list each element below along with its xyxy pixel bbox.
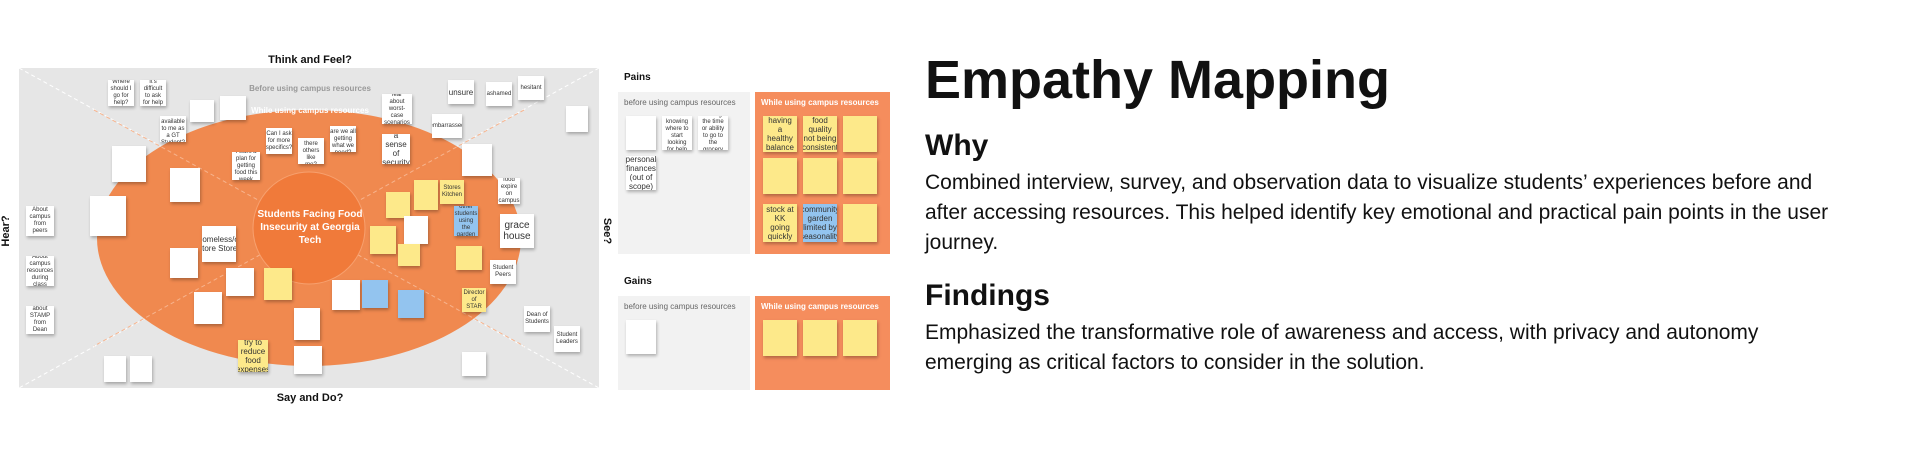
sticky-note[interactable]: I want a plan for getting food this week [232,152,260,180]
sticky-note[interactable] [803,158,837,194]
map-left-label: Hear? [0,215,12,247]
sticky-note[interactable]: Homeless/or Store Stores [202,226,236,262]
sticky-note[interactable]: unsure [448,80,474,104]
sticky-note[interactable]: personal finances (out of scope) [626,156,656,190]
sticky-note[interactable] [170,248,198,278]
sticky-note[interactable]: Consumers are we all getting what we nee… [330,126,356,152]
pains-while-label: While using campus resources [761,98,879,107]
sticky-note[interactable] [130,356,152,382]
sticky-note[interactable]: Stores Kitchen [440,180,464,204]
sticky-note[interactable] [112,146,146,182]
findings-heading: Findings [925,279,1050,312]
pains-while-column: While using campus resources not having … [755,92,890,254]
pains-before-label: before using campus resources [624,98,736,107]
sticky-note[interactable] [456,246,482,270]
findings-text: Emphasized the transformative role of aw… [925,321,1759,374]
sticky-note[interactable]: not having the time or ability to go to … [698,116,728,150]
sticky-note[interactable] [414,180,438,210]
sticky-note[interactable]: Can I ask for more specifics? [266,128,292,154]
sticky-note[interactable]: About campus from peers [26,206,54,236]
gains-title: Gains [624,276,652,287]
sticky-note[interactable] [264,268,292,300]
map-top-label: Think and Feel? [268,54,352,66]
pains-panel: Pains before using campus resources not … [618,66,890,266]
sticky-note[interactable]: food quality not being consistent [803,116,837,152]
center-circle [252,171,366,285]
sticky-note[interactable]: About campus resources during class [26,256,54,286]
sticky-note[interactable] [462,352,486,376]
sticky-note[interactable] [370,226,396,254]
sticky-note[interactable]: a sense of security [382,134,410,164]
sticky-note[interactable] [220,96,246,120]
sticky-note[interactable] [404,216,428,244]
sticky-note[interactable] [362,280,388,308]
while-label: While using campus resources [251,106,369,115]
sticky-note[interactable]: Dean of Students [524,306,550,332]
content-section: Empathy Mapping Why Combined interview, … [925,48,1885,378]
before-label: Before using campus resources [249,84,371,93]
sticky-note[interactable] [843,320,877,356]
sticky-note[interactable] [462,144,492,176]
sticky-note[interactable] [294,346,322,374]
sticky-note[interactable] [763,158,797,194]
gains-before-label: before using campus resources [624,302,736,311]
sticky-note[interactable]: hesitant [518,76,544,100]
pains-title: Pains [624,72,651,83]
sticky-note[interactable] [803,320,837,356]
sticky-note[interactable]: community garden limited by seasonality [803,204,837,242]
center-label: Students Facing Food Insecurity at Georg… [257,209,363,246]
sticky-note[interactable] [294,308,320,340]
sticky-note[interactable]: Student Leaders [554,326,580,352]
pains-before-column: before using campus resources not knowin… [618,92,750,254]
sticky-note[interactable] [104,356,126,382]
sticky-note[interactable]: stock at KK going quickly [763,204,797,242]
map-bottom-label: Say and Do? [276,392,344,404]
sticky-note[interactable] [763,320,797,356]
sticky-note[interactable] [170,168,200,202]
sticky-note[interactable] [226,268,254,296]
sticky-note[interactable]: not knowing where to start looking for h… [662,116,692,150]
sticky-note[interactable]: embarrassed [432,114,462,138]
gains-while-label: While using campus resources [761,302,879,311]
sticky-note[interactable] [190,100,214,122]
sticky-note[interactable] [90,196,126,236]
sticky-note[interactable]: Are there others like me? [298,138,324,164]
sticky-note[interactable]: about STAMP from Dean [26,306,54,334]
sticky-note[interactable] [398,290,424,318]
why-heading: Why [925,129,989,162]
page-title: Empathy Mapping [925,50,1391,110]
sticky-note[interactable]: food expire on campus [498,178,520,204]
sticky-note[interactable]: Student Peers [490,260,516,284]
sticky-note[interactable]: Who's available to me as a GT Student? [160,116,186,142]
sticky-note[interactable]: Director of STAR [462,288,486,312]
gains-before-column: before using campus resources [618,296,750,390]
sticky-note[interactable] [386,192,410,218]
sticky-note[interactable] [332,280,360,310]
sticky-note[interactable] [194,292,222,324]
empathy-map: Think and Feel? Say and Do? Hear? See? B… [0,0,613,457]
sticky-note[interactable]: It's difficult to ask for help [140,80,166,106]
sticky-note[interactable] [843,204,877,242]
gains-while-column: While using campus resources [755,296,890,390]
sticky-note[interactable]: not having a healthy balance of food [763,116,797,152]
sticky-note[interactable] [626,116,656,150]
sticky-note[interactable] [566,106,588,132]
gains-panel: Gains before using campus resources Whil… [618,270,890,395]
sticky-note[interactable] [626,320,656,354]
sticky-note[interactable]: grace house [500,214,534,248]
sticky-note[interactable]: other students using the garden [454,206,478,236]
sticky-note[interactable]: try to reduce food expenses [238,340,268,372]
sticky-note[interactable] [843,116,877,152]
map-right-label: See? [601,217,613,245]
sticky-note[interactable]: ashamed [486,82,512,106]
sticky-note[interactable] [843,158,877,194]
sticky-note[interactable]: Where should I go for help? [108,80,134,106]
why-text: Combined interview, survey, and observat… [925,171,1829,254]
sticky-note[interactable]: fear about worst-case scenarios [382,94,412,124]
sticky-note[interactable] [398,244,420,266]
